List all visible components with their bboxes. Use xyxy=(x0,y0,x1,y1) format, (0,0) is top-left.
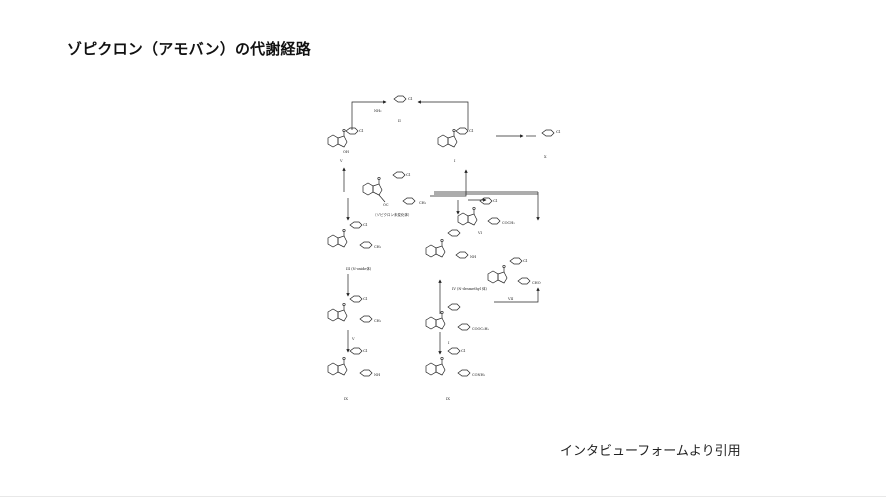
top-arrows xyxy=(351,100,524,138)
compound-label: VI xyxy=(477,231,483,235)
compound-label: V xyxy=(351,337,355,341)
ch3-label: CH₃ xyxy=(419,201,427,205)
compound-vi: Cl COCH₃ VI xyxy=(457,197,515,235)
cl-label: Cl xyxy=(523,258,528,263)
compound-i-right: COOC₂H₅ I xyxy=(425,303,490,345)
compound-label: I xyxy=(448,341,450,345)
metabolic-pathway-diagram: NH₂ Cl II Cl OH V Cl I Cl X Cl OC CH₃ （ゾ… xyxy=(327,95,561,401)
compound-iii: Cl CH₃ III (N-oxide体) xyxy=(327,221,382,271)
cl-label: Cl xyxy=(408,96,413,101)
nh-label: NH xyxy=(374,373,380,377)
page-title: ゾピクロン（アモバン）の代謝経路 xyxy=(67,40,311,58)
compound-i-top: Cl I xyxy=(437,127,474,163)
compound-label: II xyxy=(398,119,401,123)
compound-ix-right: Cl CONH₂ IX xyxy=(425,347,486,401)
acetyl-label: COCH₃ xyxy=(502,221,515,225)
compound-vii: Cl CHO VII xyxy=(487,257,541,301)
ch3-label: CH₃ xyxy=(374,245,382,249)
nh2-label: NH₂ xyxy=(374,109,382,113)
compound-label: X xyxy=(544,155,547,159)
oc-label: OC xyxy=(383,203,389,207)
ester-label: COOC₂H₅ xyxy=(472,327,490,331)
compound-x: Cl X xyxy=(526,129,561,159)
compound-ii: NH₂ Cl II xyxy=(374,95,413,123)
compound-v-top: Cl OH V xyxy=(327,127,364,163)
cl-label: Cl xyxy=(461,348,466,353)
cl-label: Cl xyxy=(493,198,498,203)
cl-label: Cl xyxy=(363,222,368,227)
cl-label: Cl xyxy=(363,348,368,353)
cho-label: CHO xyxy=(532,281,541,285)
metabolic-pathway-figure: NH₂ Cl II Cl OH V Cl I Cl X Cl OC CH₃ （ゾ… xyxy=(318,92,570,410)
compound-label: I xyxy=(454,159,456,163)
ch3-label: CH₃ xyxy=(374,319,382,323)
nh-label: NH xyxy=(470,255,476,259)
zopiclone-label: （ゾピクロン未変化体） xyxy=(373,212,412,217)
compound-label: IV (N-desmethyl 体) xyxy=(452,286,488,291)
compound-label: III (N-oxide体) xyxy=(346,266,372,271)
zopiclone-parent: Cl OC CH₃ （ゾピクロン未変化体） xyxy=(362,171,427,217)
center-arrows xyxy=(342,167,540,221)
cl-label: Cl xyxy=(363,296,368,301)
amide-label: CONH₂ xyxy=(472,373,486,377)
cl-label: Cl xyxy=(469,128,474,133)
compound-label: IX xyxy=(446,397,450,401)
compound-iv: NH xyxy=(425,229,476,259)
compound-v: Cl CH₃ V xyxy=(327,295,382,341)
cl-label: Cl xyxy=(359,128,364,133)
compound-label: VII xyxy=(507,297,514,301)
cl-label: Cl xyxy=(406,172,411,177)
slide-divider xyxy=(0,496,886,497)
compound-label: V xyxy=(339,159,343,163)
left-column-arrows xyxy=(346,274,540,355)
compound-label: IX xyxy=(344,397,348,401)
cl-label: Cl xyxy=(556,129,561,134)
source-caption: インタビューフォームより引用 xyxy=(560,444,741,459)
compound-ix-left: Cl NH IX xyxy=(327,347,380,401)
oh-label: OH xyxy=(343,150,349,154)
